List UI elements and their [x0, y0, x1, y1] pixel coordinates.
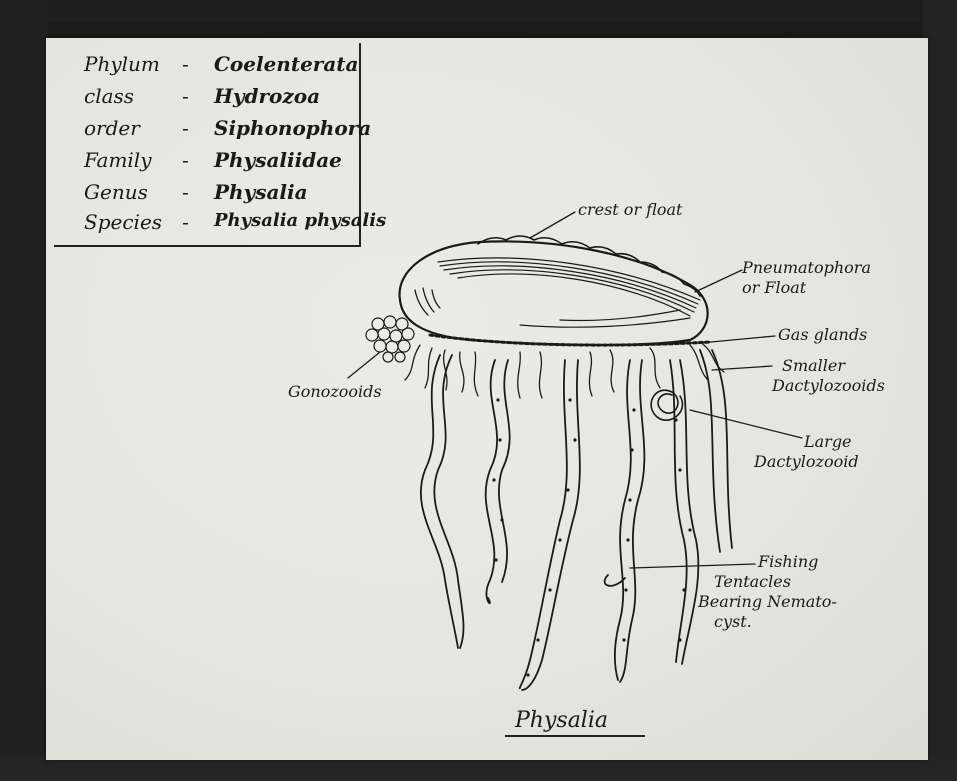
label-smaller-line1: Smaller: [772, 356, 885, 376]
label-fishing-tentacles: Fishing Tentacles Bearing Nemato- cyst.: [698, 552, 837, 632]
gonozooid-cluster: [366, 316, 414, 362]
crest-hatching: [438, 258, 700, 316]
title-underline: [505, 735, 645, 737]
label-fishing-line2: Tentacles: [698, 572, 837, 592]
nematocyst-dots: [492, 398, 691, 676]
large-dactylozooid-spiral: [651, 390, 682, 420]
label-large-line1: Large: [754, 432, 859, 452]
label-pneumatophora: Pneumatophora or Float: [742, 258, 871, 298]
label-fishing-line4: cyst.: [698, 612, 837, 632]
label-gonozooids: Gonozooids: [288, 382, 382, 401]
label-pneumatophora-line2: or Float: [742, 278, 871, 298]
label-gas-glands: Gas glands: [778, 325, 867, 344]
label-smaller-dactylozooids: Smaller Dactylozooids: [772, 356, 885, 396]
tentacles: [421, 350, 732, 690]
label-large-line2: Dactylozooid: [754, 452, 859, 472]
label-fishing-line1: Fishing: [698, 552, 837, 572]
label-fishing-line3: Bearing Nemato-: [698, 592, 837, 612]
drawing-title: Physalia: [515, 708, 608, 733]
label-large-dactylozooid: Large Dactylozooid: [754, 432, 859, 472]
label-pneumatophora-line1: Pneumatophora: [742, 258, 871, 278]
label-smaller-line2: Dactylozooids: [772, 376, 885, 396]
label-crest: crest or float: [578, 200, 682, 219]
